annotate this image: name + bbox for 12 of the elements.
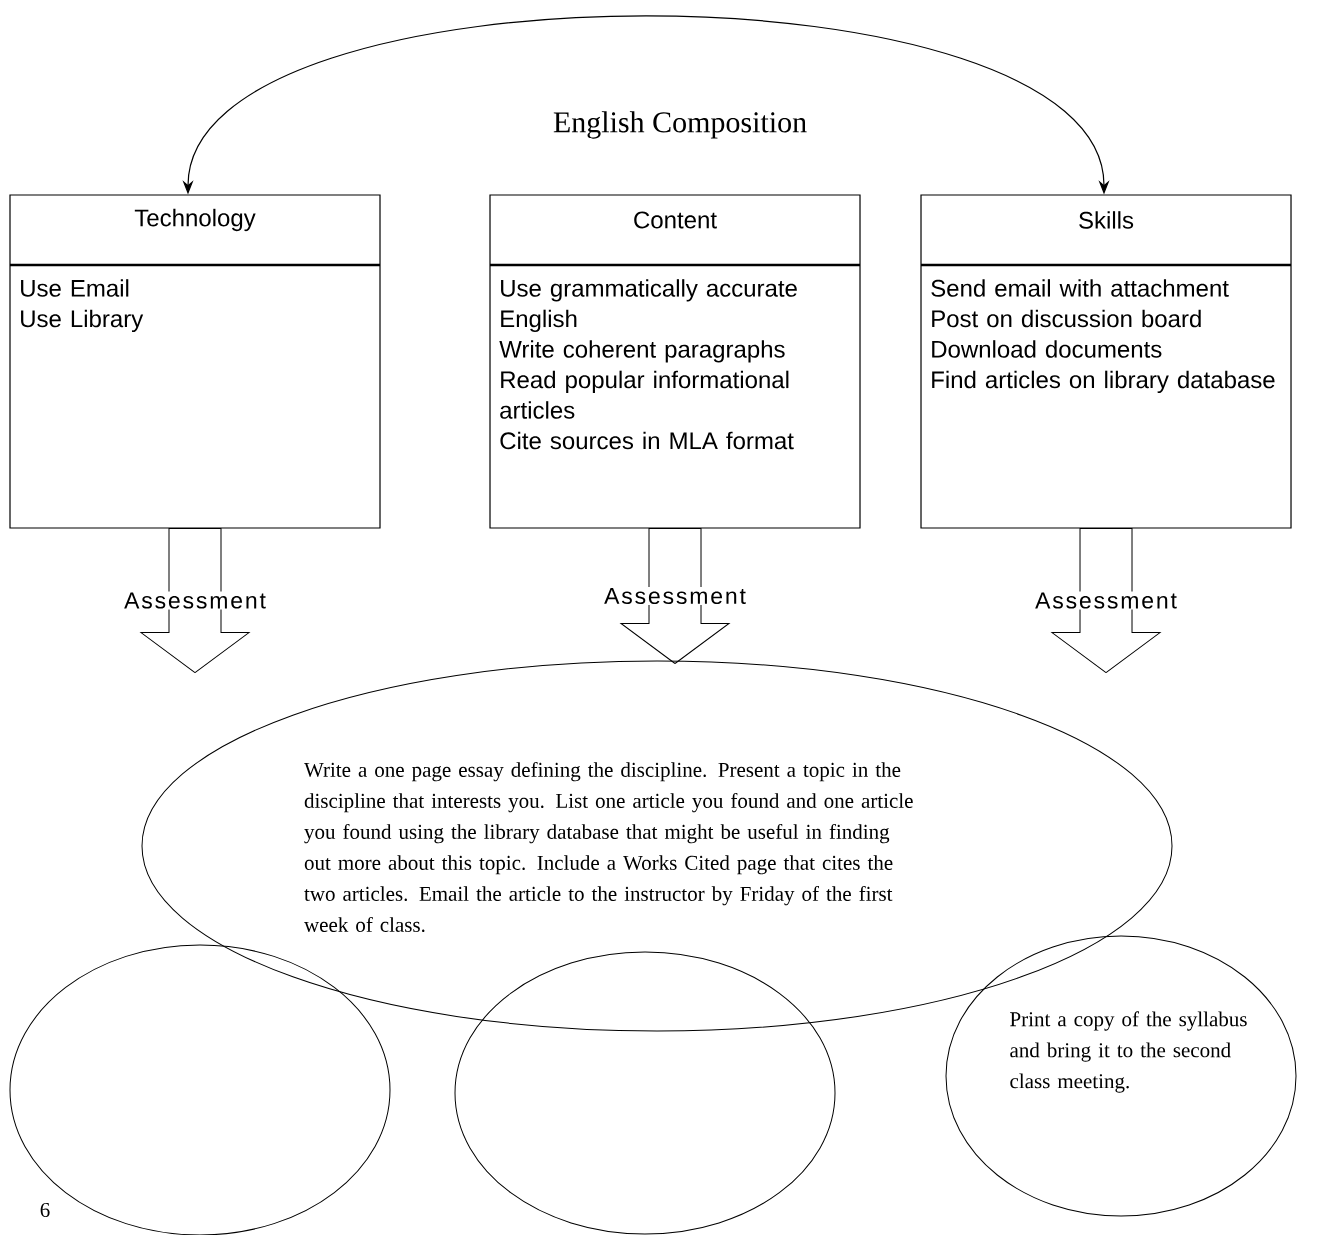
page-number: 6 (40, 1202, 50, 1218)
list-box: Content Use grammatically accurate English Write coherent paragraphs Read popular informational articles Cite sources in MLA format (489, 194, 861, 529)
title: English Composition (553, 111, 807, 139)
block-arrow (620, 528, 730, 664)
list-box: Skills Send email with attachment Post on discussion board Download documents Find articles on library database (920, 194, 1292, 529)
ellipse (454, 951, 836, 1235)
block-arrow (1051, 528, 1161, 674)
block-arrow (140, 528, 250, 674)
edge-label: Assessment (1034, 591, 1178, 610)
edge-label: Assessment (603, 587, 747, 606)
edge-label: Assessment (123, 591, 267, 610)
list-box: Technology Use Email Use Library (9, 194, 381, 529)
